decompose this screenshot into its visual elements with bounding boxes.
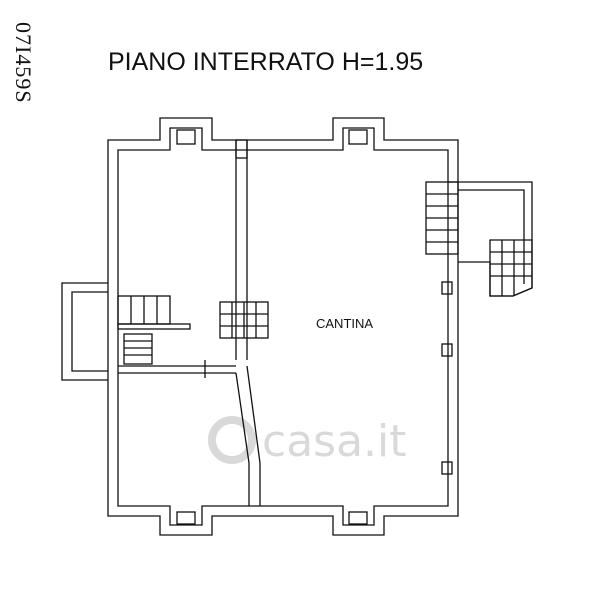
watermark-text: casa.it [262,416,407,467]
external-stair [489,239,533,297]
wall-opening-1 [441,281,453,295]
window-top-right [348,129,368,145]
window-bottom-left [176,511,196,525]
stair-left-upper-treads [130,296,158,324]
external-stair-treads [490,240,532,296]
partition-vertical [235,140,248,360]
walls [61,117,533,536]
partition-slanted [235,365,261,506]
left-annex-outer [61,282,108,381]
watermark: casa.it [208,416,407,467]
stair-left-lower-treads [124,340,152,356]
left-annex-inner [71,291,108,372]
stair-left-lower [123,333,153,365]
stair-left-landing [117,323,191,330]
outer-wall-outer [107,117,459,536]
terrace-inner [458,189,525,284]
partition-horizontal [118,365,236,374]
window-bottom-right [348,511,368,525]
wall-opening-2 [441,343,453,357]
outer-wall-inner [117,127,449,526]
stair-central-treads [220,302,268,338]
window-top-left [176,129,196,145]
wall-opening-3 [441,461,453,475]
room-label-cantina: CANTINA [316,316,373,331]
watermark-logo-icon [208,416,256,464]
floor-title: PIANO INTERRATO H=1.95 [108,48,424,76]
partition-cap [235,139,248,159]
terrace-steps-treads [426,193,458,243]
